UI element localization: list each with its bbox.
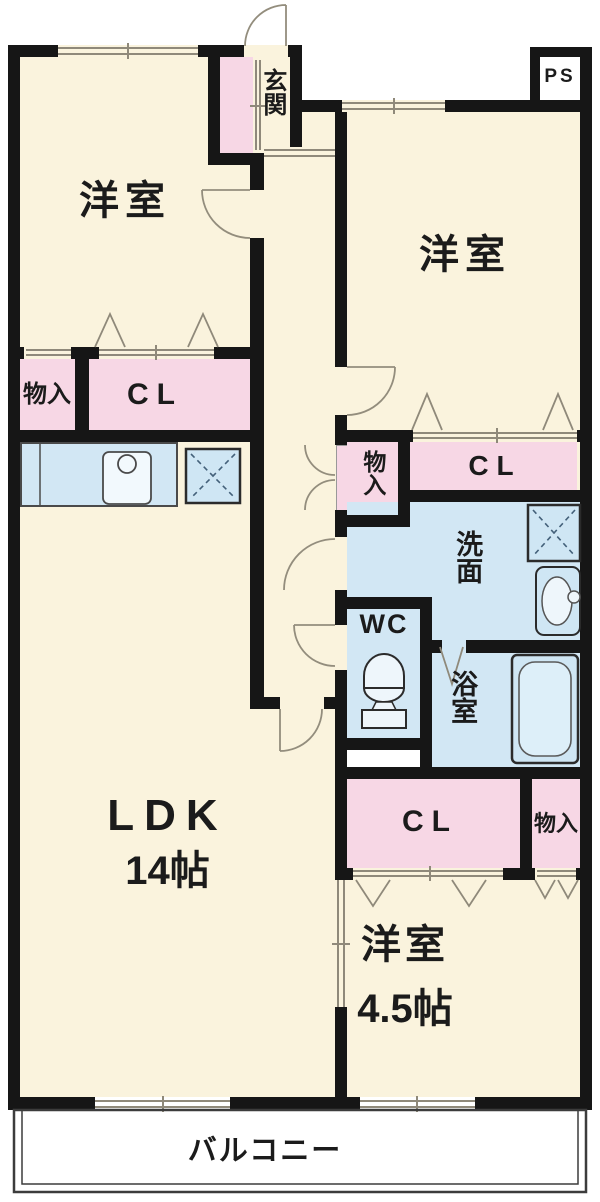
- wall-segment: [576, 868, 592, 880]
- washing-machine-space-icon: [526, 503, 582, 563]
- wall-segment: [347, 430, 413, 442]
- bedroom-small-size-label: 4.5帖: [357, 987, 453, 1031]
- wall-segment: [250, 697, 280, 709]
- wash-basin-icon: [535, 566, 581, 636]
- wall-segment: [520, 779, 532, 868]
- wall-segment: [8, 45, 20, 1110]
- toilet-label: WC: [359, 609, 409, 639]
- closet-top-left-floor: [89, 359, 250, 430]
- door-swing-arcs: [201, 4, 396, 752]
- kitchen-counter: [20, 442, 178, 507]
- faucet-icon: [117, 454, 137, 474]
- washroom-door: [283, 538, 336, 591]
- wall-segment: [398, 432, 410, 527]
- wall-segment: [230, 1097, 360, 1110]
- closet-bottom-label: CL: [402, 805, 458, 838]
- wall-segment: [466, 640, 592, 653]
- hall-closet-doors: [304, 444, 336, 511]
- wall-segment: [198, 45, 244, 57]
- wall-segment: [208, 153, 264, 165]
- ldk-size-label: 14帖: [125, 849, 210, 893]
- wall-segment: [250, 165, 264, 190]
- wall-segment: [290, 45, 302, 147]
- entry-door: [244, 4, 287, 47]
- folding-door-markers: [94, 311, 579, 908]
- bedroom-left-door: [201, 189, 251, 239]
- wall-segment: [71, 347, 99, 359]
- wall-segment: [530, 47, 592, 57]
- wall-segment: [445, 100, 592, 112]
- bathtub-icon: [510, 653, 580, 765]
- closet-bottom-right-floor: [532, 779, 580, 868]
- refrigerator-space-icon: [184, 447, 242, 505]
- wall-segment: [347, 738, 420, 750]
- wall-segment: [475, 1097, 592, 1110]
- bedroom-small-label: 洋室: [361, 923, 449, 967]
- wall-segment: [420, 597, 432, 767]
- kitchen-sink: [102, 451, 152, 505]
- balcony-outline: [12, 1108, 588, 1194]
- wall-segment: [335, 515, 410, 527]
- wall-segment: [8, 1097, 95, 1110]
- wall-segment: [208, 57, 220, 165]
- wall-segment: [75, 359, 89, 430]
- wall-segment: [335, 415, 347, 445]
- washroom-label: 洗面: [452, 530, 483, 584]
- wall-segment: [8, 45, 58, 57]
- wall-segment: [503, 868, 535, 880]
- bedroom-top-left-label: 洋室: [79, 179, 171, 223]
- pipe-space-floor: [540, 57, 580, 100]
- pipe-space-label: PS: [544, 66, 576, 87]
- wall-segment: [335, 868, 353, 880]
- closet-bottom-right-label: 物入: [533, 811, 578, 836]
- closet-bottom-floor: [347, 779, 520, 868]
- closet-top-left-label: CL: [127, 378, 183, 411]
- balcony-label: バルコニー: [187, 1135, 343, 1167]
- entrance-closet-door: [250, 60, 266, 150]
- toilet-door: [293, 624, 336, 667]
- closet-top-right-label: CL: [468, 450, 522, 481]
- wall-segment: [302, 100, 342, 112]
- closet-hallway-label: 物入: [359, 450, 386, 496]
- wall-segment: [335, 112, 347, 367]
- closet-top-right-floor: [410, 442, 577, 490]
- wall-segment: [577, 430, 592, 442]
- gap-below-toilet: [347, 750, 420, 767]
- wall-segment: [8, 430, 264, 442]
- entrance-step: [264, 149, 335, 157]
- wall-segment: [398, 490, 592, 502]
- closet-opening-lines: [26, 345, 577, 881]
- bedroom-right-door: [346, 366, 396, 416]
- closet-small-top-left-floor: [20, 359, 75, 430]
- sliding-door: [332, 880, 350, 1007]
- wall-segment: [8, 347, 24, 359]
- closet-small-top-left-label: 物入: [23, 381, 71, 408]
- bathroom-label: 浴室: [447, 670, 478, 724]
- toilet-bowl-icon: [361, 653, 407, 729]
- wall-segment: [432, 640, 442, 653]
- entrance-closet-floor: [220, 57, 253, 153]
- wall-segment: [214, 347, 264, 359]
- wall-segment: [335, 1007, 347, 1097]
- ldk-door: [279, 708, 323, 752]
- wall-segment: [335, 767, 592, 779]
- ldk-label: LDK: [107, 791, 228, 840]
- bedroom-top-right-label: 洋室: [419, 233, 511, 277]
- wall-segment: [335, 597, 432, 609]
- wall-segment: [580, 47, 592, 1110]
- entrance-label: 玄関: [258, 68, 286, 116]
- wall-segment: [530, 47, 540, 103]
- bathroom-folding-door: [439, 646, 464, 688]
